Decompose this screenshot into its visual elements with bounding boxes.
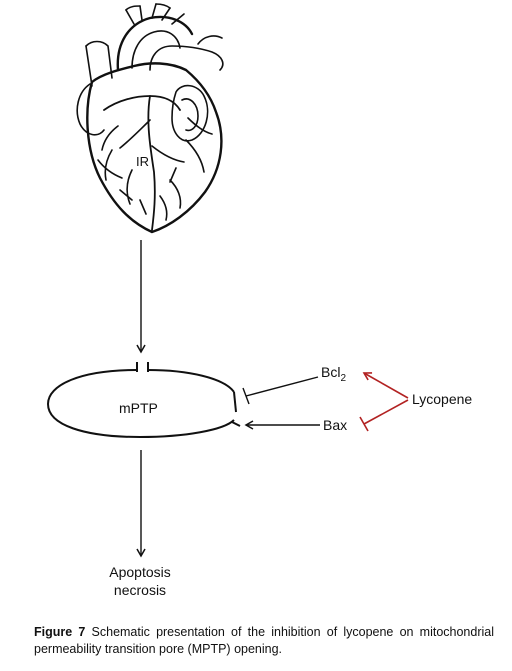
- bax-label: Bax: [323, 417, 347, 433]
- heart-label-ir: IR: [136, 154, 149, 169]
- figure-caption: Figure 7 Schematic presentation of the i…: [34, 624, 494, 658]
- mptp-label: mPTP: [119, 400, 158, 416]
- mptp-pathway-diagram: IR mPTP Bcl2 Bax Lycopene Apoptosis necr…: [46, 3, 472, 598]
- bcl2-label: Bcl2: [321, 364, 346, 384]
- caption-text: Schematic presentation of the inhibition…: [34, 625, 494, 656]
- mptp-pore: [46, 362, 241, 439]
- outcome-necrosis: necrosis: [114, 582, 166, 598]
- outcome-apoptosis: Apoptosis: [109, 564, 170, 580]
- figure-number: Figure 7: [34, 625, 86, 639]
- lycopene-label: Lycopene: [412, 391, 472, 407]
- lycopene-effects: [359, 372, 409, 432]
- heart-illustration: [76, 3, 224, 234]
- bcl2-inhibition: [242, 376, 319, 405]
